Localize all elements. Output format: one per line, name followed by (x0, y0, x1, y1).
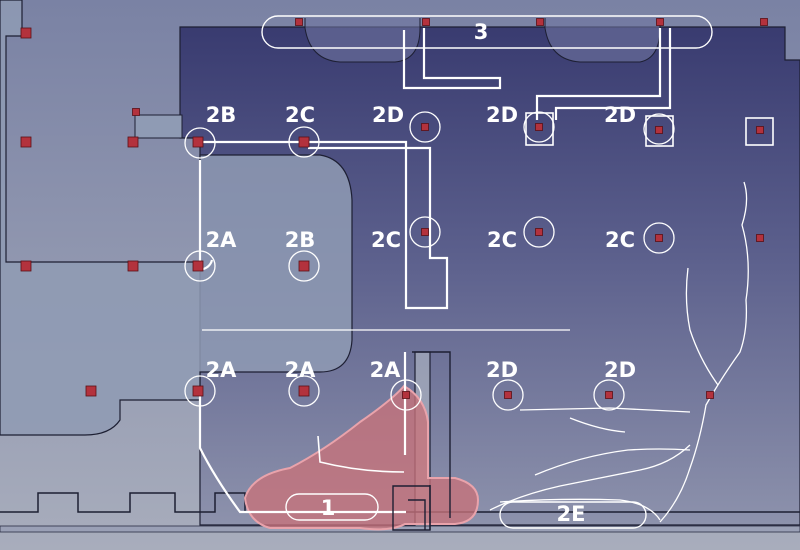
column-marker[interactable] (192, 385, 204, 397)
column-marker[interactable] (535, 123, 543, 131)
column-marker[interactable] (605, 391, 613, 399)
zone-label[interactable]: 2A (206, 228, 238, 252)
zone-label[interactable]: 2C (605, 228, 635, 252)
zone-label[interactable]: 2A (206, 358, 238, 382)
top-bay-right (544, 18, 661, 63)
marker-circle (643, 222, 675, 254)
column-marker[interactable] (422, 18, 430, 26)
column-marker[interactable] (298, 136, 310, 148)
column-marker[interactable] (756, 234, 764, 242)
zone-label[interactable]: 3 (474, 20, 489, 44)
marker-circle (288, 375, 320, 407)
column-marker-circles (184, 111, 675, 411)
wall-lines (392, 351, 451, 531)
zone-label[interactable]: 2D (372, 103, 404, 127)
zone-label[interactable]: 2D (486, 103, 518, 127)
route-paths (198, 28, 672, 514)
marker-circle (184, 127, 216, 159)
marker-circle (523, 111, 555, 143)
column-marker[interactable] (421, 123, 429, 131)
bottom-wall (0, 492, 800, 513)
column-marker[interactable] (760, 18, 768, 26)
marker-circle (390, 379, 422, 411)
survey-lines (489, 181, 749, 523)
column-marker[interactable] (298, 260, 310, 272)
marker-circle (643, 113, 675, 145)
zone-label[interactable]: 1 (321, 496, 336, 520)
zone-label[interactable]: 2D (604, 358, 636, 382)
marker-circle (492, 379, 524, 411)
light-zone-strip (134, 114, 183, 139)
zone-pill-outlines (261, 15, 713, 529)
marker-circle (409, 111, 441, 143)
zone-label[interactable]: 2D (604, 103, 636, 127)
square-enclosures (525, 112, 774, 147)
column-marker[interactable] (127, 260, 139, 272)
column-marker[interactable] (20, 260, 32, 272)
zone-label[interactable]: 2C (285, 103, 315, 127)
zone-label[interactable]: 2C (371, 228, 401, 252)
zone-labels: 3 2B 2C 2D 2D 2D 2A 2B 2C 2C 2C 2A 2A 2A 2D 2D 1 2E (206, 20, 636, 526)
top-bay-left (304, 18, 421, 63)
zone-label[interactable]: 2B (206, 103, 237, 127)
column-marker[interactable] (756, 126, 764, 134)
marker-circle (593, 379, 625, 411)
column-marker[interactable] (127, 136, 139, 148)
column-marker[interactable] (504, 391, 512, 399)
zone-label[interactable]: 2A (370, 358, 402, 382)
marker-circle (184, 375, 216, 407)
zone-label[interactable]: 2A (285, 358, 317, 382)
column-marker[interactable] (20, 136, 32, 148)
light-zone-region (0, 0, 353, 436)
zone-label[interactable]: 2C (487, 228, 517, 252)
column-marker[interactable] (656, 18, 664, 26)
column-marker[interactable] (20, 27, 32, 39)
zone-label[interactable]: 2B (285, 228, 316, 252)
column-marker[interactable] (298, 385, 310, 397)
marker-circle (409, 216, 441, 248)
marker-circle (523, 216, 555, 248)
column-marker[interactable] (706, 391, 714, 399)
column-marker[interactable] (536, 18, 544, 26)
column-marker[interactable] (192, 136, 204, 148)
marker-circle (288, 250, 320, 282)
column-marker[interactable] (535, 228, 543, 236)
zone-label[interactable]: 2D (486, 358, 518, 382)
marker-circle (184, 250, 216, 282)
column-marker[interactable] (402, 391, 410, 399)
column-marker[interactable] (192, 260, 204, 272)
column-marker[interactable] (655, 234, 663, 242)
marker-circle (288, 126, 320, 158)
column-marker[interactable] (295, 18, 303, 26)
column-marker[interactable] (85, 385, 97, 397)
column-markers (20, 18, 768, 399)
zone-label[interactable]: 2E (557, 502, 586, 526)
column-marker[interactable] (132, 108, 140, 116)
column-marker[interactable] (421, 228, 429, 236)
column-marker[interactable] (655, 126, 663, 134)
